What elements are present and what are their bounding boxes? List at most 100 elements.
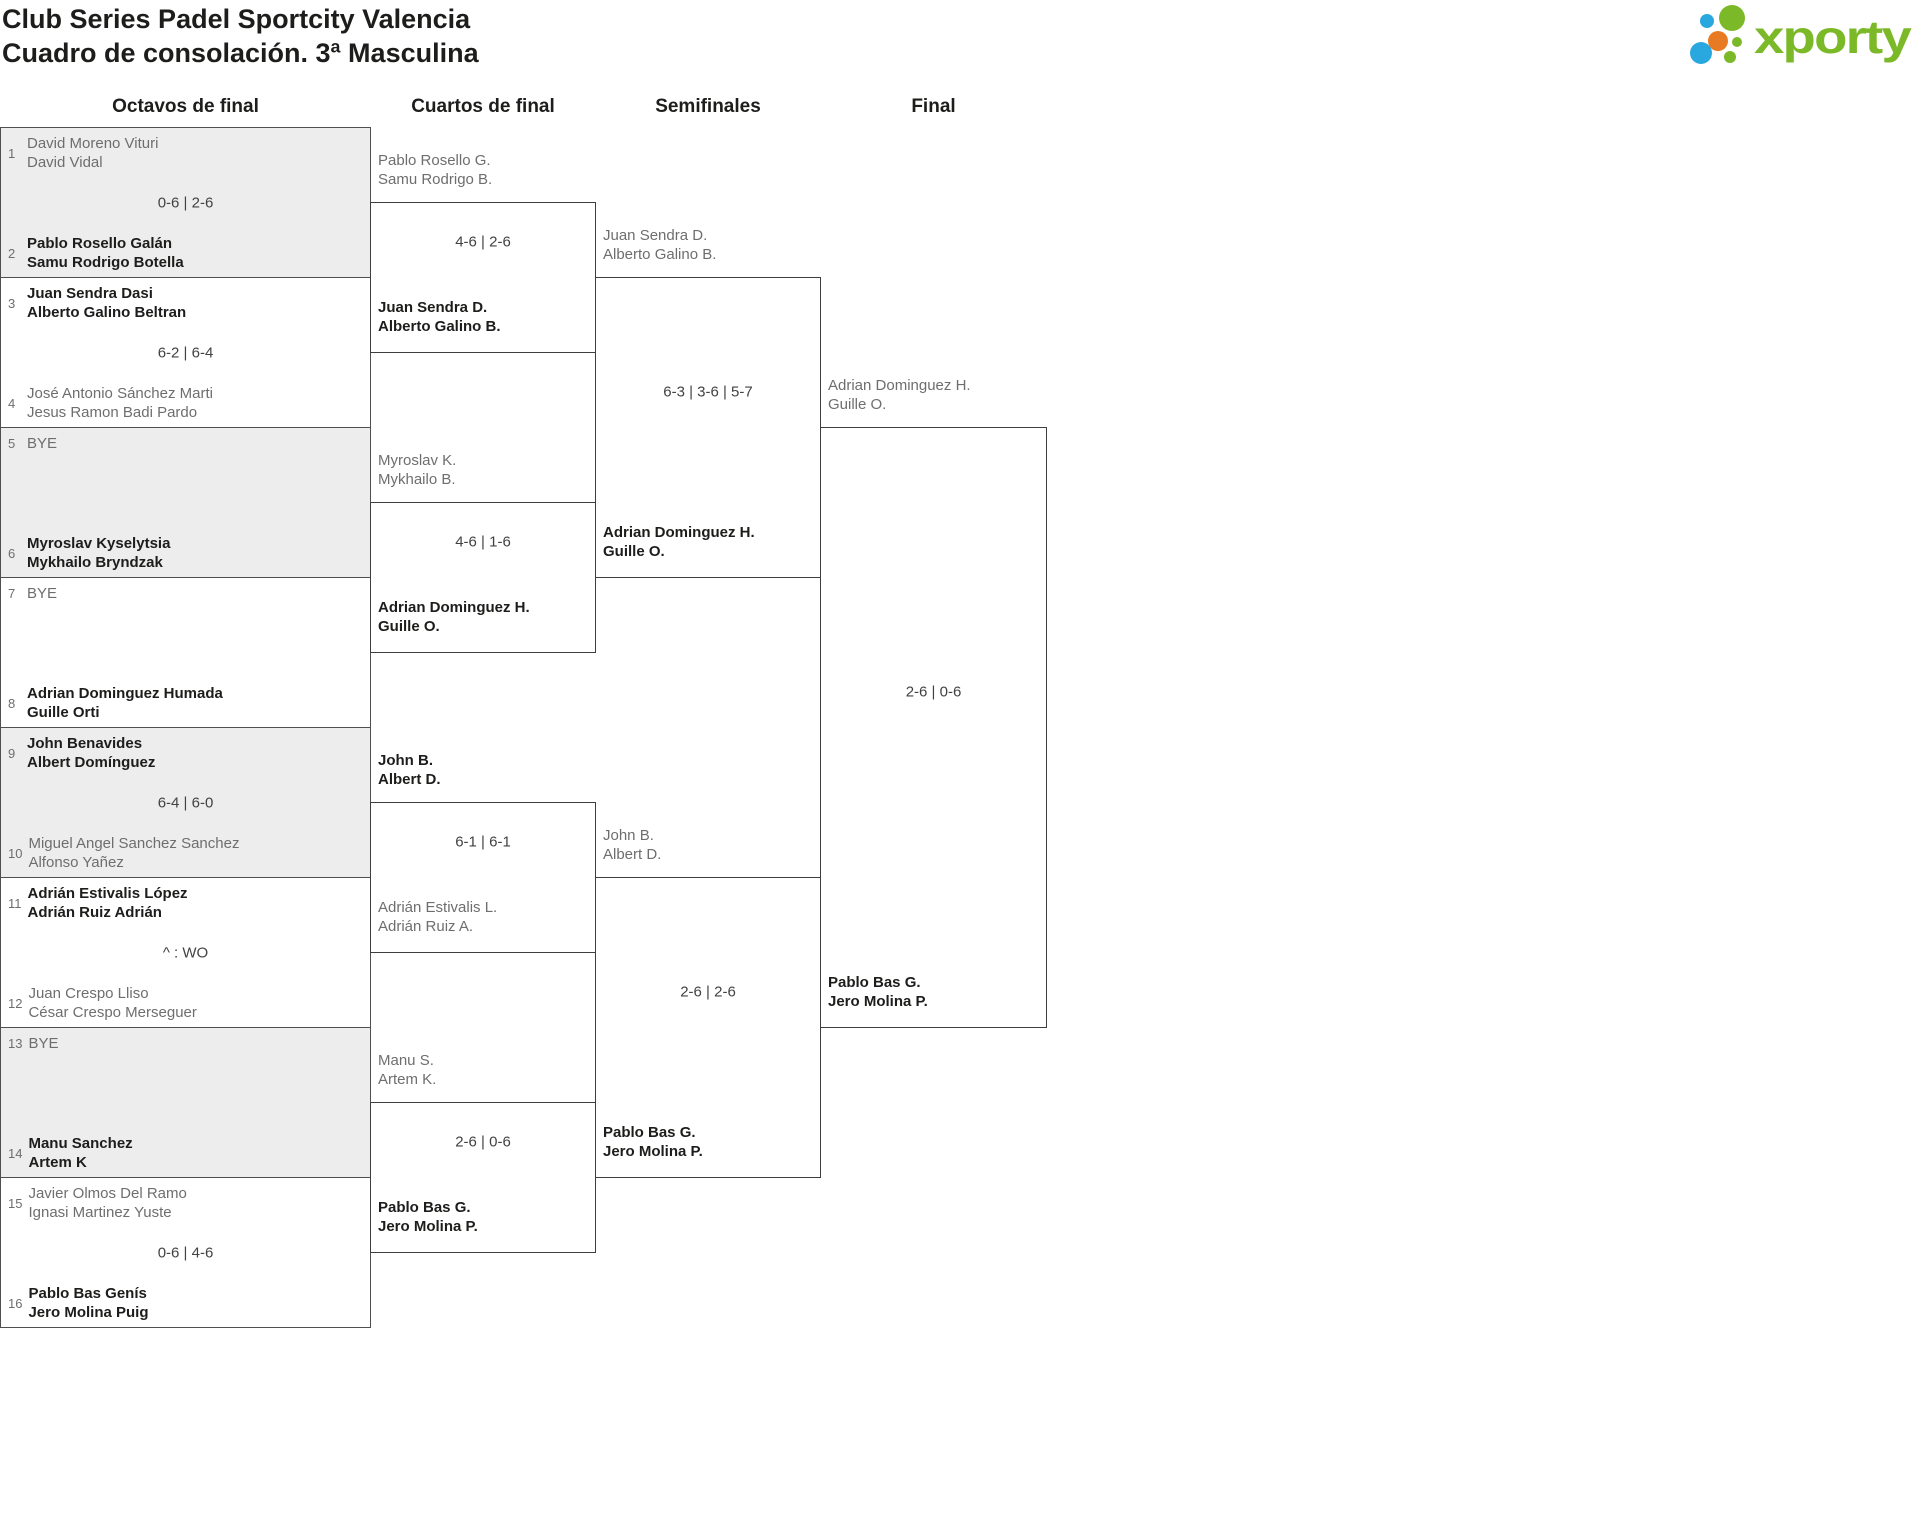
logo-dot-icon <box>1708 31 1728 51</box>
player-name: David Vidal <box>27 154 103 171</box>
player-name: John B. <box>378 752 433 769</box>
team-names: Juan Sendra Dasi Alberto Galino Beltran <box>27 284 186 322</box>
team-slot: 3 Juan Sendra Dasi Alberto Galino Beltra… <box>8 284 364 322</box>
team-slot: 16 Pablo Bas Genís Jero Molina Puig <box>8 1284 364 1322</box>
logo-dot-icon <box>1732 37 1742 47</box>
team-names: Pablo Bas Genís Jero Molina Puig <box>28 1284 148 1322</box>
logo-dot-icon <box>1690 42 1712 64</box>
bracket-subtitle: Cuadro de consolación. 3ª Masculina <box>2 38 479 68</box>
octavos-column: 1 David Moreno Vituri David Vidal 0-6 | … <box>0 127 371 1328</box>
player-name: Juan Sendra Dasi <box>27 285 153 302</box>
player-name: John Benavides <box>27 735 143 752</box>
team-names: Myroslav Kyselytsia Mykhailo Bryndzak <box>27 534 170 572</box>
player-name: Artem K <box>28 1154 87 1171</box>
seed-number: 6 <box>8 545 16 561</box>
seed-number: 10 <box>8 845 23 861</box>
player-name: Pablo Rosello G. <box>378 152 491 169</box>
team-names: Adrian Dominguez H. Guille O. <box>828 376 971 414</box>
tournament-name: Club Series Padel Sportcity Valencia <box>2 4 471 34</box>
player-name: Jero Molina P. <box>378 1218 478 1235</box>
seed-number: 4 <box>8 395 16 411</box>
team-slot: 14 Manu Sanchez Artem K <box>8 1134 364 1172</box>
seed-number: 1 <box>8 145 16 161</box>
match-score: 0-6 | 2-6 <box>157 194 214 211</box>
match-score: 2-6 | 0-6 <box>905 683 962 701</box>
team-names: Pablo Rosello Galán Samu Rodrigo Botella <box>27 234 184 272</box>
team-names: BYE <box>27 584 57 603</box>
player-name: Adrián Ruiz Adrián <box>27 904 162 921</box>
seed-number: 16 <box>8 1295 23 1311</box>
player-name: Samu Rodrigo Botella <box>27 254 184 271</box>
player-name: Adrián Estivalis L. <box>378 899 498 916</box>
player-name: Alberto Galino Beltran <box>27 304 187 321</box>
seed-number: 5 <box>8 436 16 451</box>
team-slot: 13 BYE <box>8 1034 364 1053</box>
player-name: Mykhailo Bryndzak <box>27 554 163 571</box>
match-score: 6-1 | 6-1 <box>455 833 511 851</box>
match-octavos-3: 5 BYE 6 Myroslav Kyselytsia Mykhailo Bry… <box>0 427 371 578</box>
match-score: 6-3 | 3-6 | 5-7 <box>663 383 753 401</box>
team-slot: 11 Adrián Estivalis López Adrián Ruiz Ad… <box>8 884 364 922</box>
seed-number: 13 <box>8 1036 23 1051</box>
player-name: Pablo Bas G. <box>378 1199 471 1216</box>
player-name: Juan Crespo Lliso <box>28 985 149 1002</box>
player-name: BYE <box>28 1035 59 1052</box>
team-names: John B. Albert D. <box>378 751 441 789</box>
match-octavos-6: 11 Adrián Estivalis López Adrián Ruiz Ad… <box>0 877 371 1028</box>
player-name: Alberto Galino B. <box>378 318 501 335</box>
match-cuartos-1: Pablo Rosello G. Samu Rodrigo B. 4-6 | 2… <box>370 152 596 353</box>
team-names: Pablo Bas G. Jero Molina P. <box>603 1123 703 1161</box>
player-name: Pablo Bas Genís <box>28 1285 147 1302</box>
match-score: 6-2 | 6-4 <box>157 344 214 361</box>
team-names: Juan Crespo Lliso César Crespo Merseguer <box>28 984 196 1022</box>
team-slot: 15 Javier Olmos Del Ramo Ignasi Martinez… <box>8 1184 364 1222</box>
team-names: Adrián Estivalis L. Adrián Ruiz A. <box>378 898 497 936</box>
player-name: Juan Sendra D. <box>378 299 488 316</box>
player-name: Albert D. <box>378 771 441 788</box>
match-octavos-8: 15 Javier Olmos Del Ramo Ignasi Martinez… <box>0 1177 371 1328</box>
player-name: Adrian Dominguez H. <box>378 599 530 616</box>
match-cuartos-3: John B. Albert D. 6-1 | 6-1 Adrián Estiv… <box>370 752 596 953</box>
logo-dot-icon <box>1719 5 1745 31</box>
player-name: Javier Olmos Del Ramo <box>28 1185 187 1202</box>
player-name: Jero Molina P. <box>828 993 928 1010</box>
team-names: Adrian Dominguez H. Guille O. <box>603 523 755 561</box>
match-score: 2-6 | 0-6 <box>455 1133 511 1151</box>
player-name: Samu Rodrigo B. <box>378 171 493 188</box>
team-names: Adrian Dominguez H. Guille O. <box>378 598 530 636</box>
team-slot: 1 David Moreno Vituri David Vidal <box>8 134 364 172</box>
seed-number: 8 <box>8 695 16 711</box>
round-header-final: Final <box>911 96 956 117</box>
team-names: David Moreno Vituri David Vidal <box>27 134 158 172</box>
player-name: Myroslav Kyselytsia <box>27 535 171 552</box>
team-names: John B. Albert D. <box>603 826 661 864</box>
player-name: Adrian Dominguez H. <box>603 524 755 541</box>
player-name: José Antonio Sánchez Marti <box>27 385 213 402</box>
seed-number: 12 <box>8 995 23 1011</box>
logo-dot-icon <box>1724 51 1736 63</box>
team-names: Manu Sanchez Artem K <box>28 1134 132 1172</box>
team-names: Pablo Bas G. Jero Molina P. <box>828 973 928 1011</box>
seed-number: 15 <box>8 1195 23 1211</box>
player-name: Artem K. <box>378 1071 437 1088</box>
team-names: Pablo Rosello G. Samu Rodrigo B. <box>378 151 492 189</box>
player-name: BYE <box>27 435 58 452</box>
xporty-logo: xporty <box>1690 5 1914 64</box>
player-name: Guille O. <box>378 618 440 635</box>
seed-number: 7 <box>8 586 16 601</box>
team-slot: 12 Juan Crespo Lliso César Crespo Merseg… <box>8 984 364 1022</box>
player-name: Miguel Angel Sanchez Sanchez <box>28 835 240 852</box>
team-names: Miguel Angel Sanchez Sanchez Alfonso Yañ… <box>28 834 239 872</box>
seed-number: 14 <box>8 1145 23 1161</box>
player-name: Manu S. <box>378 1052 434 1069</box>
page-title: Club Series Padel Sportcity Valencia Cua… <box>2 2 479 70</box>
match-score: ^ : WO <box>162 944 209 961</box>
match-score: 0-6 | 4-6 <box>157 1244 214 1261</box>
player-name: Alberto Galino B. <box>603 246 717 263</box>
logo-dot-icon <box>1700 14 1714 28</box>
team-names: Juan Sendra D. Alberto Galino B. <box>603 226 716 264</box>
match-score: 2-6 | 2-6 <box>680 983 736 1001</box>
team-names: Pablo Bas G. Jero Molina P. <box>378 1198 478 1236</box>
player-name: Pablo Bas G. <box>828 974 921 991</box>
team-slot: 8 Adrian Dominguez Humada Guille Orti <box>8 684 364 722</box>
